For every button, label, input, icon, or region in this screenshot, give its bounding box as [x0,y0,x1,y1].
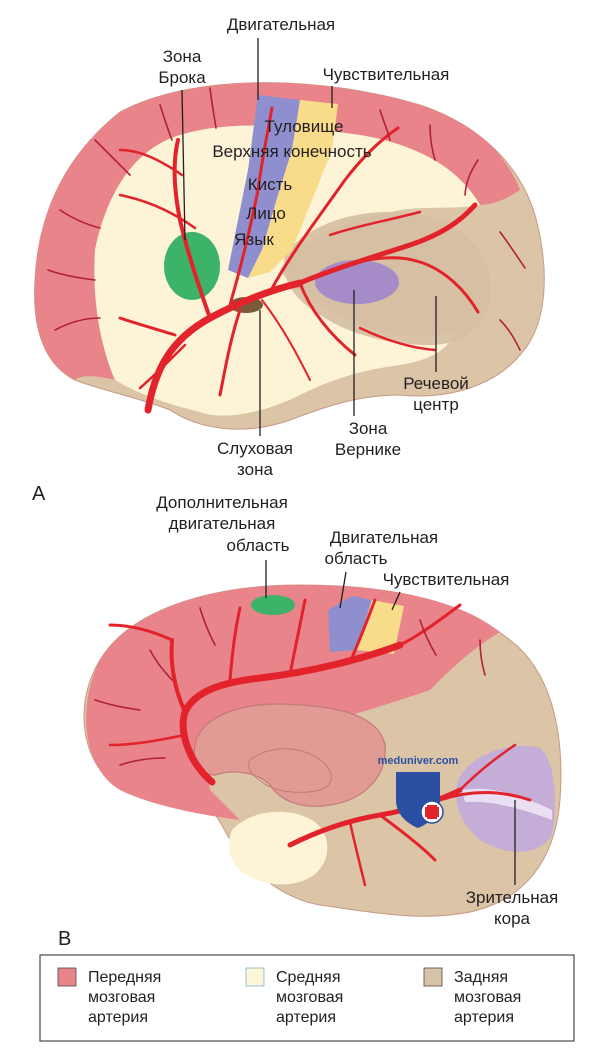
legend-box [39,954,575,1042]
legend-posterior-line1: Задняя [454,969,508,986]
lateral-anterior-territory [34,82,520,380]
legend-anterior-line3: артерия [88,1009,148,1026]
legend-middle-line3: артерия [276,1009,336,1026]
legend-item-anterior: Передняя мозговая артерия [57,967,161,1026]
watermark-logo: meduniver.com [378,755,459,828]
legend-swatch-middle [245,967,265,987]
medial-small-vessels [94,607,486,766]
label-suppl-line3: область [227,536,290,555]
legend-item-posterior: Задняя мозговая артерия [423,967,521,1026]
label-suppl-line2: двигательная [169,514,276,533]
legend-anterior-line1: Передняя [88,969,161,986]
panel-b-letter: B [58,928,71,950]
legend-middle-line1: Средняя [276,969,341,986]
label-hand: Кисть [248,175,293,194]
label-visual-line2: кора [494,909,531,928]
legend-anterior-line2: мозговая [88,989,155,1006]
panel-a-letter: A [32,483,46,505]
watermark-text: meduniver.com [378,755,459,767]
medial-motor-area [328,596,372,652]
medial-sensory-area [356,600,404,654]
label-visual-line1: Зрительная [466,888,559,907]
medial-thalamus [248,748,332,793]
calcarine-band [462,788,552,820]
label-suppl-line1: Дополнительная [156,493,288,512]
legend-swatch-anterior [57,967,77,987]
label-tongue: Язык [234,230,274,249]
label-broca-line2: Брока [158,68,206,87]
legend-item-middle: Средняя мозговая артерия [245,967,343,1026]
label-trunk: Туловище [265,117,344,136]
label-speech-line1: Речевой [403,374,469,393]
label-motor-area-line1: Двигательная [330,528,438,547]
label-wernicke-line1: Зона [349,419,388,438]
label-auditory-line1: Слуховая [217,439,293,458]
medial-temporal-middle [229,811,328,885]
sensory-strip [248,100,338,278]
legend: Передняя мозговая артерия Средняя мозгов… [39,954,575,1042]
lateral-middle-territory [94,125,480,416]
label-wernicke-line2: Вернике [335,440,401,459]
label-auditory-line2: зона [237,460,273,479]
medial-brain-view: meduniver.com Дополнительная двигательна… [58,493,562,950]
legend-posterior-line2: мозговая [454,989,521,1006]
label-medial-sensory: Чувствительная [383,570,510,589]
supplementary-motor-area [251,595,295,615]
label-face: Лицо [246,204,286,223]
lateral-small-vessels [47,87,526,351]
label-sensory: Чувствительная [323,65,450,84]
motor-strip [228,95,300,278]
cross-horizontal [425,807,439,817]
lateral-arteries [118,106,480,414]
lateral-brain-view: Двигательная Зона Брока Чувствительная Т… [32,15,545,505]
legend-middle-line2: мозговая [276,989,343,1006]
label-motor: Двигательная [227,15,335,34]
label-speech-line2: центр [413,395,459,414]
lateral-leader-lines [181,38,437,436]
legend-swatch-posterior [423,967,443,987]
legend-posterior-line3: артерия [454,1009,514,1026]
medial-callosum [193,703,386,807]
label-upper-limb: Верхняя конечность [212,142,371,161]
label-broca-line1: Зона [163,47,202,66]
label-motor-area-line2: область [325,549,388,568]
wernicke-area [315,260,399,304]
medial-leader-lines [265,560,516,885]
